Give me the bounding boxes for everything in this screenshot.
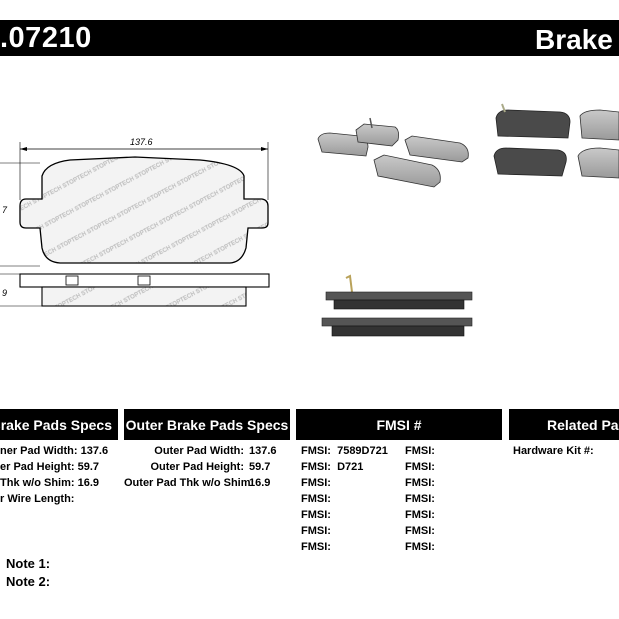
outer-height-value: 59.7 — [249, 461, 271, 473]
fmsi-left-row: FMSI: — [301, 525, 331, 537]
inner-wire-row: r Wire Length: — [0, 493, 75, 505]
outer-specs-header: Outer Brake Pads Specs — [124, 409, 290, 440]
outer-thk-value: 16.9 — [249, 477, 271, 489]
part-number: .07210 — [0, 22, 92, 54]
fmsi-left-row: FMSI: — [301, 493, 331, 505]
pad-profile-photo — [321, 274, 473, 337]
pad-set-photo — [317, 117, 469, 188]
outer-thk-label: Outer Pad Thk w/o Shim: — [124, 477, 255, 489]
outer-width-value: 137.6 — [249, 445, 277, 457]
fmsi-right-row: FMSI: — [405, 509, 435, 521]
outer-height-label: Outer Pad Height: — [150, 461, 244, 473]
fmsi-left-row: FMSI: — [301, 477, 331, 489]
inner-specs-header: Brake Pads Specs — [0, 409, 118, 440]
width-dimension: 137.6 — [19, 137, 269, 200]
note-2: Note 2: — [6, 574, 51, 589]
inner-height-row: er Pad Height: 59.7 — [0, 461, 100, 473]
fmsi-left-row: FMSI: D721 — [301, 461, 364, 473]
fmsi-left-row: FMSI: — [301, 541, 331, 553]
related-parts-header: Related Par — [509, 409, 619, 440]
pad-front-back-photo — [493, 103, 619, 179]
fmsi-left-row: FMSI: — [301, 509, 331, 521]
height-dim-label: 7 — [2, 205, 8, 215]
fmsi-right-row: FMSI: — [405, 525, 435, 537]
fmsi-right-row: FMSI: — [405, 445, 435, 457]
fmsi-left-row: FMSI: 7589D721 — [301, 445, 388, 457]
note-1: Note 1: — [6, 556, 51, 571]
thickness-dim-label: 9 — [2, 288, 7, 298]
pad-outline — [19, 156, 269, 264]
pad-side-profile: 9 — [0, 273, 270, 307]
drawing-area: STOPTECH 137.6 7 9 — [0, 103, 619, 337]
fmsi-header: FMSI # — [296, 409, 502, 440]
hardware-kit-row: Hardware Kit #: — [513, 445, 594, 457]
height-dimension: 7 — [0, 162, 40, 267]
title-bar: .07210 Brake P — [0, 20, 619, 56]
fmsi-right-row: FMSI: — [405, 461, 435, 473]
width-dim-label: 137.6 — [130, 137, 153, 147]
outer-width-label: Outer Pad Width: — [154, 445, 244, 457]
inner-thk-row: Thk w/o Shim: 16.9 — [0, 477, 100, 489]
fmsi-right-row: FMSI: — [405, 493, 435, 505]
fmsi-right-row: FMSI: — [405, 477, 435, 489]
fmsi-right-row: FMSI: — [405, 541, 435, 553]
inner-width-row: ner Pad Width: 137.6 — [0, 445, 109, 457]
product-line: Brake P — [535, 24, 619, 55]
